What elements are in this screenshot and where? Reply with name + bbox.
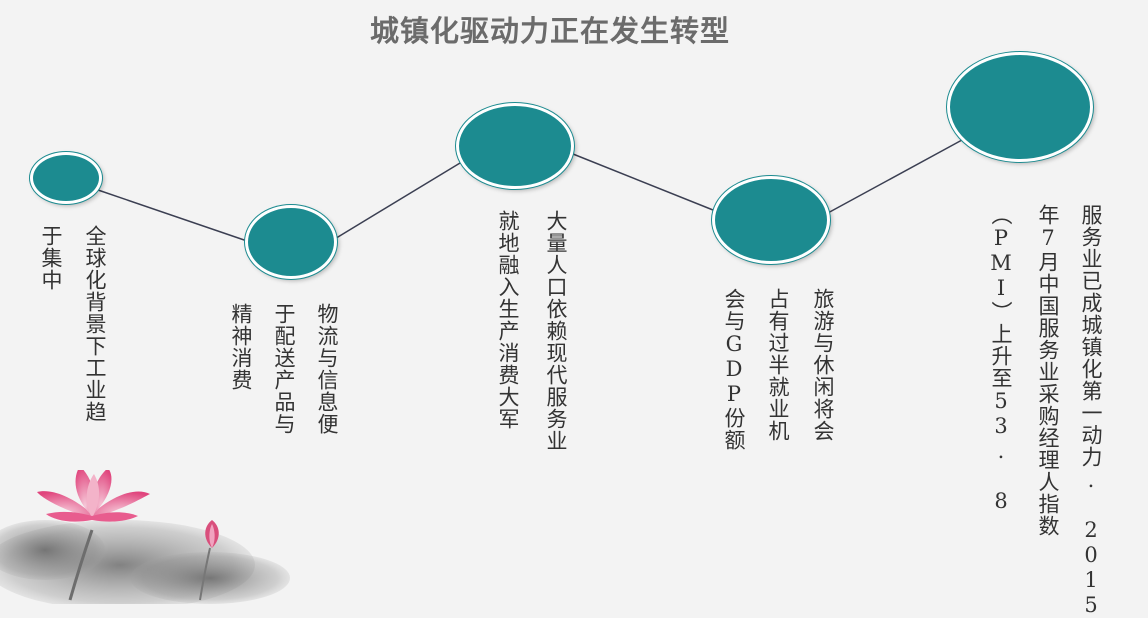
step-3-line-1: 大量人口依赖现代服务业 xyxy=(544,210,568,452)
step-2-line-3: 精神消费 xyxy=(229,303,253,391)
timeline-node-1 xyxy=(30,152,102,204)
step-4-line-3: 会与GDP份额 xyxy=(722,288,746,451)
connector-line-4 xyxy=(825,139,963,215)
connector-line-3 xyxy=(567,151,719,213)
timeline-node-2 xyxy=(245,205,337,279)
connector-line-1 xyxy=(97,189,251,243)
page-title: 城镇化驱动力正在发生转型 xyxy=(369,14,730,48)
timeline-node-4 xyxy=(712,176,830,264)
step-5-line-1: 服务业已成城镇化第一动力. 2015 xyxy=(1079,204,1103,618)
timeline-node-5 xyxy=(947,52,1093,162)
connector-line-2 xyxy=(332,159,466,241)
step-5-line-3: （PMI）上升至53. 8 xyxy=(989,204,1013,514)
step-2-line-1: 物流与信息便 xyxy=(315,303,339,435)
step-4-line-2: 占有过半就业机 xyxy=(766,288,790,442)
step-5-line-2: 年7月中国服务业采购经理人指数 xyxy=(1036,204,1060,537)
lotus-painting-icon xyxy=(0,470,290,604)
step-1-line-2: 于集中 xyxy=(39,225,63,291)
step-1-line-1: 全球化背景下工业趋 xyxy=(83,225,107,423)
timeline-node-3 xyxy=(456,103,574,189)
timeline-connectors xyxy=(97,139,963,243)
step-2-line-2: 于配送产品与 xyxy=(272,303,296,435)
step-4-line-1: 旅游与休闲将会 xyxy=(811,288,835,442)
slide: 城镇化驱动力正在发生转型 全球化背景下工业趋 于集中 物流与信息便 于配送产品与… xyxy=(0,14,1103,618)
step-3-line-2: 就地融入生产消费大军 xyxy=(496,210,520,430)
